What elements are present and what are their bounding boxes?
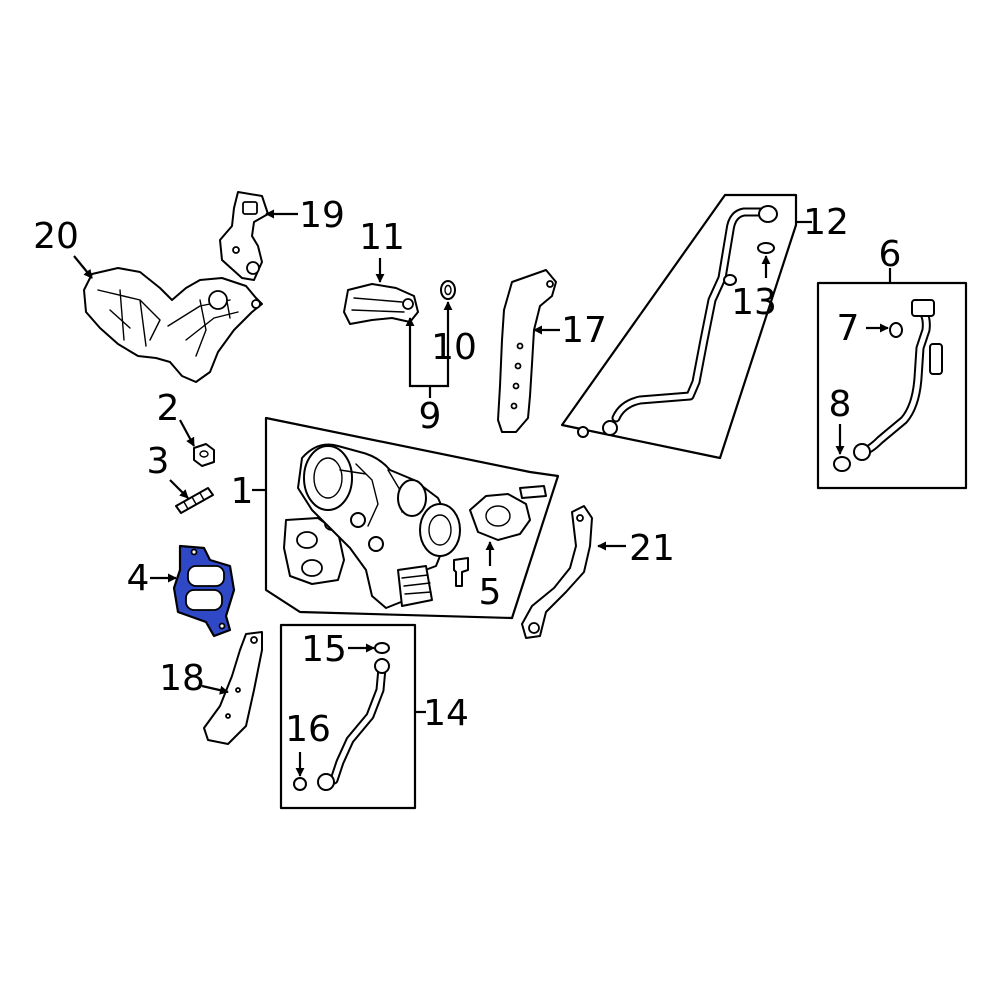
callout-13: 13 [731, 282, 777, 323]
callout-19: 19 [299, 195, 345, 236]
callout-10: 10 [431, 327, 477, 368]
actuator-part [453, 485, 547, 587]
leader-lines [73, 209, 892, 777]
line-6-group-frame [816, 281, 968, 490]
o-ring-15-part [374, 642, 390, 654]
o-ring-16-part [293, 777, 307, 791]
callout-7: 7 [837, 308, 860, 349]
callout-1: 1 [231, 471, 254, 512]
callout-18: 18 [159, 658, 205, 699]
callout-21: 21 [629, 528, 675, 569]
callout-labels: 20 19 11 10 9 17 12 13 6 7 8 1 2 3 4 5 2… [33, 195, 901, 750]
line-14-group-frame [279, 623, 417, 810]
bracket-19-part [219, 191, 269, 281]
callout-14: 14 [423, 693, 469, 734]
callout-4: 4 [127, 558, 150, 599]
line-6-part [853, 299, 943, 461]
gasket-4-part [172, 544, 236, 638]
shield-strip-17-part [497, 269, 557, 433]
hose-12-part [577, 205, 778, 438]
o-ring-8-part [833, 456, 851, 472]
washer-10-part [440, 280, 456, 300]
callout-6: 6 [879, 234, 902, 275]
callout-9: 9 [419, 396, 442, 437]
bracket-21-part [521, 505, 593, 639]
turbo-group-frame [264, 416, 560, 620]
callout-11: 11 [359, 217, 405, 258]
o-ring-13-part [757, 242, 775, 254]
callout-15: 15 [301, 629, 347, 670]
line-14-part [317, 658, 390, 791]
callout-2: 2 [157, 388, 180, 429]
stud-3-part [175, 487, 214, 514]
bracket-11-part [343, 283, 419, 325]
callout-12: 12 [803, 202, 849, 243]
callout-16: 16 [285, 709, 331, 750]
hose-12-group-frame [560, 193, 798, 460]
shield-18-part [203, 631, 263, 745]
nut-2-part [193, 443, 215, 467]
turbocharger-part [283, 443, 461, 609]
o-ring-7-part [889, 322, 903, 338]
callout-20: 20 [33, 216, 79, 257]
callout-17: 17 [561, 310, 607, 351]
callout-5: 5 [479, 572, 502, 613]
callout-8: 8 [829, 384, 852, 425]
callout-3: 3 [147, 441, 170, 482]
heat-shield-part [83, 267, 263, 383]
